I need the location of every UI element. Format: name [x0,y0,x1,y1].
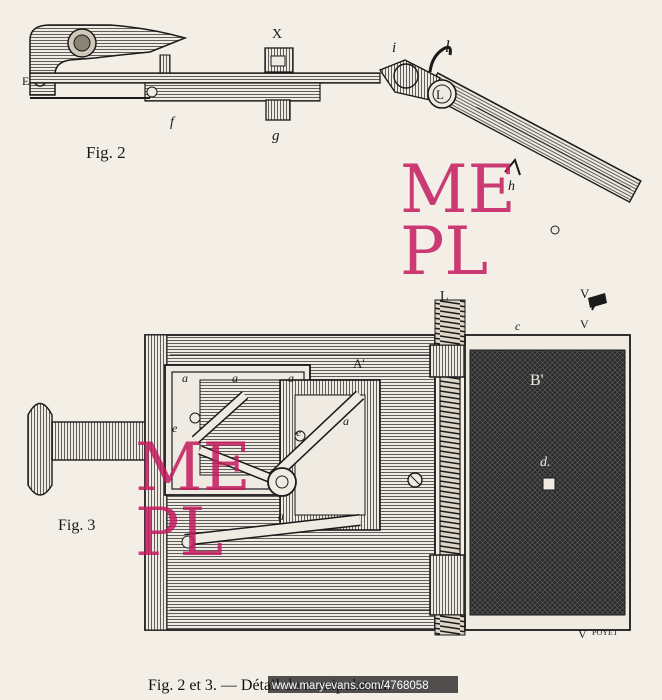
label-a2: a [232,371,238,385]
label-a5: a [278,509,284,523]
fig3-drawing: Fig. 3 L c V A' B' d. a a a a e e a V PO… [27,289,631,641]
watermark-top: ME PL [400,151,516,290]
label-a1: a [182,371,188,385]
fig3-spring-shaft [439,374,461,556]
label-a4: a [343,414,349,428]
fig2-knob-g [265,99,291,121]
label-h: h [508,179,515,194]
label-e1: e [172,421,178,435]
label-V1: V [580,286,590,301]
watermark-bottom: ME PL [135,429,251,571]
engraver-signature: POYET [592,628,618,637]
label-L-top: L [440,289,449,304]
label-X: X [272,27,282,42]
label-e2: e [296,425,302,439]
label-L-circle: L [436,87,444,102]
svg-text:PL: PL [400,213,488,290]
label-d: d. [540,455,551,470]
fig3-title: Fig. 3 [58,517,95,534]
label-A-prime: A' [353,356,365,371]
label-V2: V [580,317,589,331]
label-c: c [515,319,521,333]
label-l: l [445,37,450,56]
fig3-marker-d [542,477,556,491]
label-f: f [170,115,176,130]
fig2-slide-bar [29,72,381,84]
label-a3: a [288,371,294,385]
label-V3: V [578,627,587,641]
svg-text:PL: PL [135,494,223,571]
label-E: E [22,74,29,88]
label-i: i [392,40,396,56]
svg-text:ME: ME [400,151,516,228]
label-B-prime: B' [530,372,544,389]
fig2-drawing: Fig. 2 E X i l L f g h V [22,24,642,311]
fig2-title: Fig. 2 [86,143,126,162]
svg-text:ME: ME [135,429,251,506]
label-g: g [272,128,280,144]
fig2-wheel-i [393,63,419,89]
credit-url: www.maryevans.com/4768058 [271,680,429,692]
fig3-handle-bar [51,421,148,461]
